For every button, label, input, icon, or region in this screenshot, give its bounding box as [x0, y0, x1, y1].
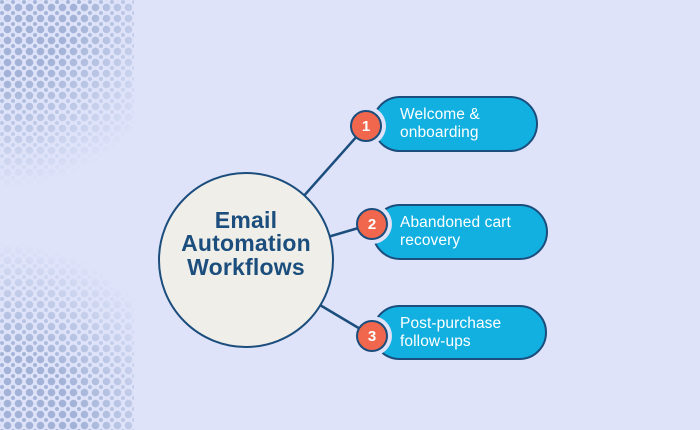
badge-number: 1	[361, 117, 371, 135]
halftone-pattern-top-left	[0, 0, 134, 188]
branch-pill-abandoned-cart-recovery: Abandoned cart recovery	[372, 204, 548, 260]
branch-label: Post-purchase follow-ups	[400, 314, 502, 350]
central-topic-node: Email Automation Workflows	[158, 172, 334, 348]
branch-pill-post-purchase-follow-ups: Post-purchase follow-ups	[372, 305, 547, 360]
branch-pill-welcome-onboarding: Welcome & onboarding	[372, 96, 538, 152]
branch-label: Abandoned cart recovery	[400, 214, 511, 249]
branch-number-badge-2: 2	[356, 208, 388, 240]
badge-number: 3	[367, 327, 377, 345]
branch-number-badge-3: 3	[356, 320, 388, 352]
branch-number-badge-1: 1	[350, 110, 382, 142]
central-topic-title: Email Automation Workflows	[181, 206, 311, 280]
halftone-pattern-bottom-left	[0, 242, 134, 430]
branch-label: Welcome & onboarding	[400, 106, 480, 141]
badge-number: 2	[367, 215, 377, 233]
